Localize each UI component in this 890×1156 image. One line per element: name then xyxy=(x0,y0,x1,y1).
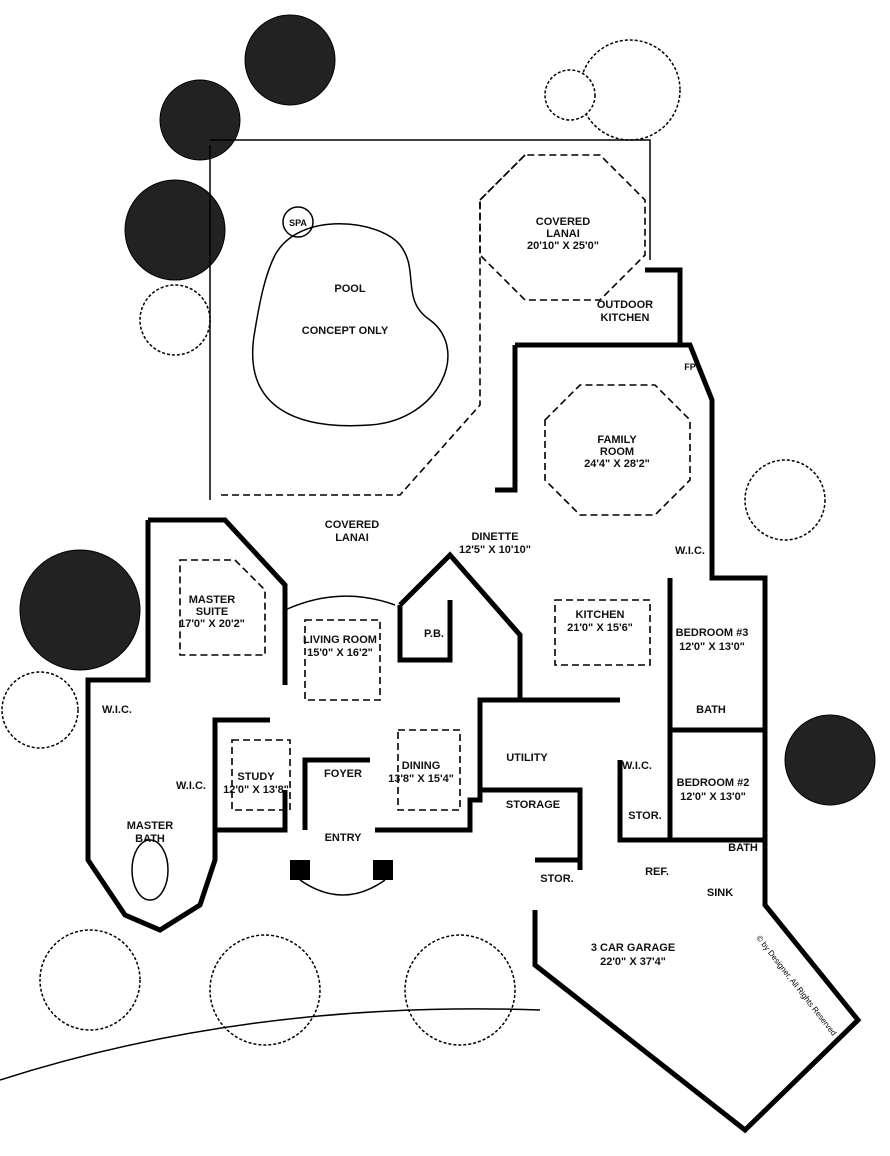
wic-master2-label: W.I.C. xyxy=(176,780,206,792)
spa-label: SPA xyxy=(289,218,307,228)
living-room-label: LIVING ROOM xyxy=(303,634,377,646)
living-room-dims: 15'0" X 16'2" xyxy=(307,647,373,659)
covered-lanai-rear-label-2: LANAI xyxy=(335,532,369,544)
master-suite-dims: 17'0" X 20'2" xyxy=(179,618,245,630)
bedroom2-label: BEDROOM #2 xyxy=(677,777,750,789)
utility-label: UTILITY xyxy=(506,752,548,764)
outdoor-kitchen-label: OUTDOOR xyxy=(597,299,653,311)
master-bath-label: MASTER xyxy=(127,820,174,832)
sink-label: SINK xyxy=(707,887,733,899)
storage-label: STORAGE xyxy=(506,799,560,811)
entry-label: ENTRY xyxy=(325,832,363,844)
kitchen-label: KITCHEN xyxy=(576,609,625,621)
room-labels: SPA POOL CONCEPT ONLY COVERED LANAI 20'1… xyxy=(102,216,838,1037)
fireplace-label: FP xyxy=(684,362,696,372)
kitchen-dims: 21'0" X 15'6" xyxy=(567,622,633,634)
bedroom2-dims: 12'0" X 13'0" xyxy=(680,791,746,803)
stor1-label: STOR. xyxy=(628,810,661,822)
ref-label: REF. xyxy=(645,866,669,878)
stor2-label: STOR. xyxy=(540,873,573,885)
wic-bed3-label: W.I.C. xyxy=(675,545,705,557)
covered-lanai-top-label-2: LANAI xyxy=(546,228,580,240)
covered-lanai-rear-label: COVERED xyxy=(325,519,379,531)
master-bath-label-2: BATH xyxy=(135,833,165,845)
bedroom3-dims: 12'0" X 13'0" xyxy=(679,641,745,653)
lanai-outlines xyxy=(179,154,691,811)
master-suite-label-2: SUITE xyxy=(196,606,228,618)
landscaping xyxy=(0,14,876,1081)
pool-label: POOL xyxy=(334,283,365,295)
covered-lanai-top-label: COVERED xyxy=(536,216,590,228)
wic-bed2-label: W.I.C. xyxy=(622,760,652,772)
pool xyxy=(252,206,449,427)
covered-lanai-top-dims: 20'10" X 25'0" xyxy=(527,240,599,252)
study-label: STUDY xyxy=(237,771,275,783)
dining-label: DINING xyxy=(402,760,441,772)
bath-bed2-label: BATH xyxy=(728,842,758,854)
bedroom3-label: BEDROOM #3 xyxy=(676,627,749,639)
outdoor-kitchen-label-2: KITCHEN xyxy=(601,312,650,324)
dinette-dims: 12'5" X 10'10" xyxy=(459,544,531,556)
dinette-label: DINETTE xyxy=(471,531,518,543)
foyer-label: FOYER xyxy=(324,768,362,780)
wic-master1-label: W.I.C. xyxy=(102,704,132,716)
family-room-dims: 24'4" X 28'2" xyxy=(584,458,650,470)
master-suite-label: MASTER xyxy=(189,594,236,606)
family-room-label-2: ROOM xyxy=(600,446,634,458)
family-room-label: FAMILY xyxy=(597,434,637,446)
bath-bed3-label: BATH xyxy=(696,704,726,716)
pool-note-label: CONCEPT ONLY xyxy=(302,325,389,337)
garage-label: 3 CAR GARAGE xyxy=(591,942,675,954)
study-dims: 12'0" X 13'8" xyxy=(223,784,289,796)
dining-dims: 13'8" X 15'4" xyxy=(388,773,454,785)
powder-bath-label: P.B. xyxy=(424,628,444,640)
walls xyxy=(85,267,862,1134)
copyright-text: © by Designer, All Rights Reserved xyxy=(754,934,838,1038)
garage-dims: 22'0" X 37'4" xyxy=(600,956,666,968)
